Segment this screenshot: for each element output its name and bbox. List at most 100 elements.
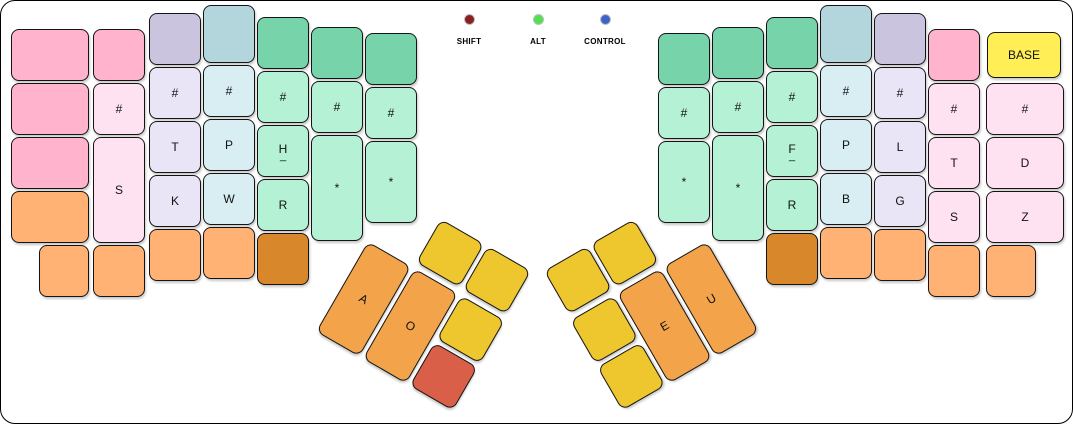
key-blank-pink bbox=[928, 29, 980, 81]
key-label: L bbox=[896, 139, 904, 154]
key-h: H_ bbox=[257, 125, 309, 177]
key-label: F bbox=[788, 141, 796, 156]
key-label: G bbox=[895, 193, 905, 208]
key-label: * bbox=[334, 180, 340, 195]
key-hash: # bbox=[874, 67, 926, 119]
key-t: T bbox=[928, 137, 980, 189]
key-blank-orange bbox=[986, 245, 1036, 297]
control-indicator-dot bbox=[600, 15, 610, 24]
key-label: A bbox=[356, 290, 371, 307]
key-blank-pink bbox=[11, 29, 89, 81]
key-blank-green bbox=[311, 27, 363, 79]
key-blank-green bbox=[766, 17, 818, 69]
key-label: # bbox=[171, 85, 179, 100]
shift-indicator: SHIFT bbox=[434, 15, 504, 46]
key-label: H bbox=[278, 141, 288, 156]
key-label: * bbox=[681, 174, 687, 189]
key-blank-lavender bbox=[874, 13, 926, 65]
key-star: * bbox=[712, 135, 764, 241]
key-star: * bbox=[365, 141, 417, 223]
key-blank-green bbox=[365, 33, 417, 85]
key-blank-pink bbox=[11, 83, 89, 135]
key-hash: # bbox=[311, 81, 363, 133]
key-label: BASE bbox=[1007, 47, 1040, 62]
key-label: S bbox=[949, 209, 958, 224]
key-star: * bbox=[311, 135, 363, 241]
key-label: W bbox=[223, 191, 235, 206]
key-label: O bbox=[403, 317, 419, 334]
key-label: K bbox=[170, 193, 179, 208]
key-hash: # bbox=[149, 67, 201, 119]
key-hash: # bbox=[658, 87, 710, 139]
control-indicator-label: CONTROL bbox=[584, 37, 626, 46]
key-hash: # bbox=[203, 65, 255, 117]
key-label: # bbox=[896, 85, 904, 100]
control-indicator: CONTROL bbox=[570, 15, 640, 46]
shift-indicator-label: SHIFT bbox=[456, 37, 482, 46]
key-label: R bbox=[787, 197, 797, 212]
key-blank-orange bbox=[203, 227, 255, 279]
key-label: S bbox=[114, 182, 123, 197]
key-blank-lavender bbox=[149, 13, 201, 65]
key-w: W bbox=[203, 173, 255, 225]
key-sublabel: _ bbox=[788, 149, 796, 162]
alt-indicator-label: ALT bbox=[530, 37, 546, 46]
key-r: R bbox=[766, 179, 818, 231]
key-blank-blue bbox=[203, 5, 255, 63]
key-blank-green bbox=[257, 17, 309, 69]
key-label: # bbox=[115, 101, 123, 116]
key-blank-pink bbox=[11, 137, 89, 189]
key-blank-orange bbox=[149, 229, 201, 281]
key-hash: # bbox=[766, 71, 818, 123]
key-label: R bbox=[278, 197, 288, 212]
key-label: B bbox=[841, 191, 850, 206]
key-label: T bbox=[950, 155, 958, 170]
key-sublabel: _ bbox=[279, 149, 287, 162]
key-blank-orange bbox=[93, 245, 145, 297]
key-t: T bbox=[149, 121, 201, 173]
key-r: R bbox=[257, 179, 309, 231]
key-blank-orange bbox=[874, 229, 926, 281]
key-label: * bbox=[388, 174, 394, 189]
key-label: # bbox=[1021, 101, 1029, 116]
key-label: * bbox=[735, 180, 741, 195]
key-l: L bbox=[874, 121, 926, 173]
key-blank-orange bbox=[11, 191, 89, 243]
key-label: U bbox=[703, 290, 719, 307]
key-hash: # bbox=[365, 87, 417, 139]
key-label: Z bbox=[1021, 209, 1029, 224]
key-hash: # bbox=[257, 71, 309, 123]
key-blank-blue bbox=[820, 5, 872, 63]
key-label: D bbox=[1020, 155, 1030, 170]
key-label: # bbox=[842, 83, 850, 98]
key-b: B bbox=[820, 173, 872, 225]
key-hash: # bbox=[986, 83, 1064, 135]
shift-indicator-dot bbox=[464, 15, 474, 24]
key-label: # bbox=[279, 89, 287, 104]
key-hash: # bbox=[820, 65, 872, 117]
key-blank-orange bbox=[820, 227, 872, 279]
key-blank-orange bbox=[39, 245, 89, 297]
key-blank-green bbox=[712, 27, 764, 79]
key-label: # bbox=[950, 101, 958, 116]
key-label: # bbox=[680, 105, 688, 120]
key-hash: # bbox=[93, 83, 145, 135]
key-p: P bbox=[820, 119, 872, 171]
key-label: # bbox=[788, 89, 796, 104]
key-s: S bbox=[928, 191, 980, 243]
key-k: K bbox=[149, 175, 201, 227]
key-z: Z bbox=[986, 191, 1064, 243]
alt-indicator-dot bbox=[533, 15, 543, 24]
key-f: F_ bbox=[766, 125, 818, 177]
key-blank-green bbox=[658, 33, 710, 85]
key-hash: # bbox=[928, 83, 980, 135]
key-d: D bbox=[986, 137, 1064, 189]
key-base: BASE bbox=[987, 32, 1061, 78]
key-label: # bbox=[333, 99, 341, 114]
key-label: # bbox=[225, 83, 233, 98]
key-star: * bbox=[658, 141, 710, 223]
key-hash: # bbox=[712, 81, 764, 133]
key-blank-orangeDark bbox=[766, 233, 818, 285]
key-g: G bbox=[874, 175, 926, 227]
